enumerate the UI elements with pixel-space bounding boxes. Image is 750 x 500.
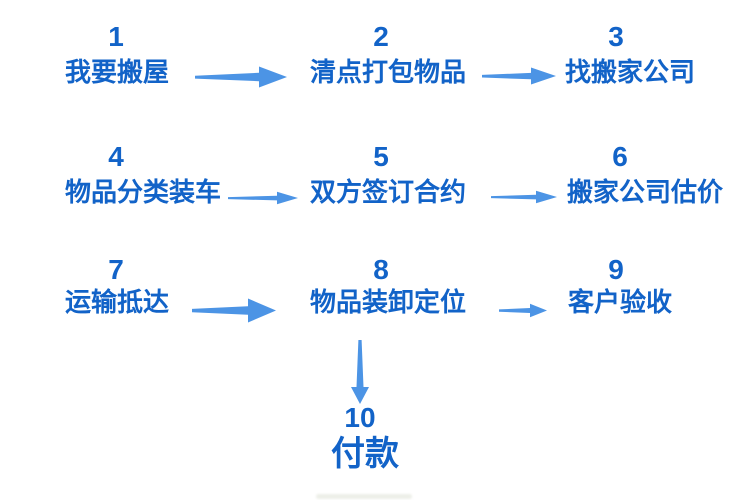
arrow-7-to-8-icon xyxy=(192,298,276,323)
step-10-label: 付款 xyxy=(331,435,399,473)
step-8-label: 物品装卸定位 xyxy=(310,287,467,317)
step-6-number: 6 xyxy=(612,141,628,172)
step-8-number: 8 xyxy=(373,254,389,285)
step-10-number: 10 xyxy=(344,402,376,433)
step-2-label: 清点打包物品 xyxy=(310,57,467,87)
step-9-label: 客户验收 xyxy=(568,287,673,317)
step-7-label: 运输抵达 xyxy=(65,287,170,317)
step-6-label: 搬家公司估价 xyxy=(567,177,724,207)
arrow-4-to-5-icon xyxy=(228,191,298,205)
arrow-2-to-3-icon xyxy=(482,67,556,85)
step-9-number: 9 xyxy=(608,254,624,285)
step-1-label: 我要搬屋 xyxy=(65,57,170,87)
step-1-number: 1 xyxy=(108,21,124,52)
arrow-8-to-10-icon xyxy=(351,340,369,404)
arrow-1-to-2-icon xyxy=(195,66,287,88)
bottom-cropped-artifact xyxy=(316,494,412,499)
step-5-label: 双方签订合约 xyxy=(310,177,467,207)
step-2-number: 2 xyxy=(373,21,389,52)
step-5-number: 5 xyxy=(373,141,389,172)
step-7-number: 7 xyxy=(108,254,124,285)
step-3-label: 找搬家公司 xyxy=(565,57,696,87)
step-4-number: 4 xyxy=(108,141,124,172)
arrow-5-to-6-icon xyxy=(491,190,557,204)
step-3-number: 3 xyxy=(608,21,624,52)
step-4-label: 物品分类装车 xyxy=(65,177,222,207)
arrow-8-to-9-icon xyxy=(499,303,547,318)
